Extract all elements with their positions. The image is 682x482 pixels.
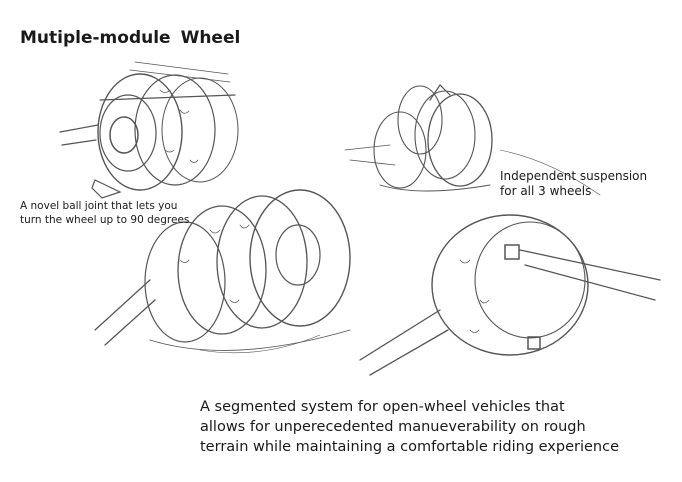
page-title: Mutiple-module Wheel [20,28,240,48]
title-bold: Wheel [180,28,241,48]
suspension-annotation-line: Independent suspension [500,169,648,183]
caption-line: terrain while maintaining a comfortable … [200,439,619,455]
ball-joint-annotation-line: A novel ball joint that lets you [20,200,178,212]
main-caption: A segmented system for open-wheel vehicl… [200,397,619,457]
caption-line: A segmented system for open-wheel vehicl… [200,399,565,415]
suspension-annotation-line: for all 3 wheels [500,184,592,198]
sketch-segmented-wheel [94,189,351,354]
sketch-ball-joint-wheel [59,61,239,199]
caption-line: allows for unperecedented manueverabilit… [200,419,586,435]
sketch-wheel-rod [359,214,661,376]
ball-joint-annotation-line: turn the wheel up to 90 degrees [20,214,190,226]
ball-joint-annotation: A novel ball joint that lets you turn th… [20,199,189,227]
title-regular: Mutiple-module [20,28,171,48]
suspension-annotation: Independent suspension for all 3 wheels [500,169,647,199]
sketch-suspension-wheels [344,84,601,196]
